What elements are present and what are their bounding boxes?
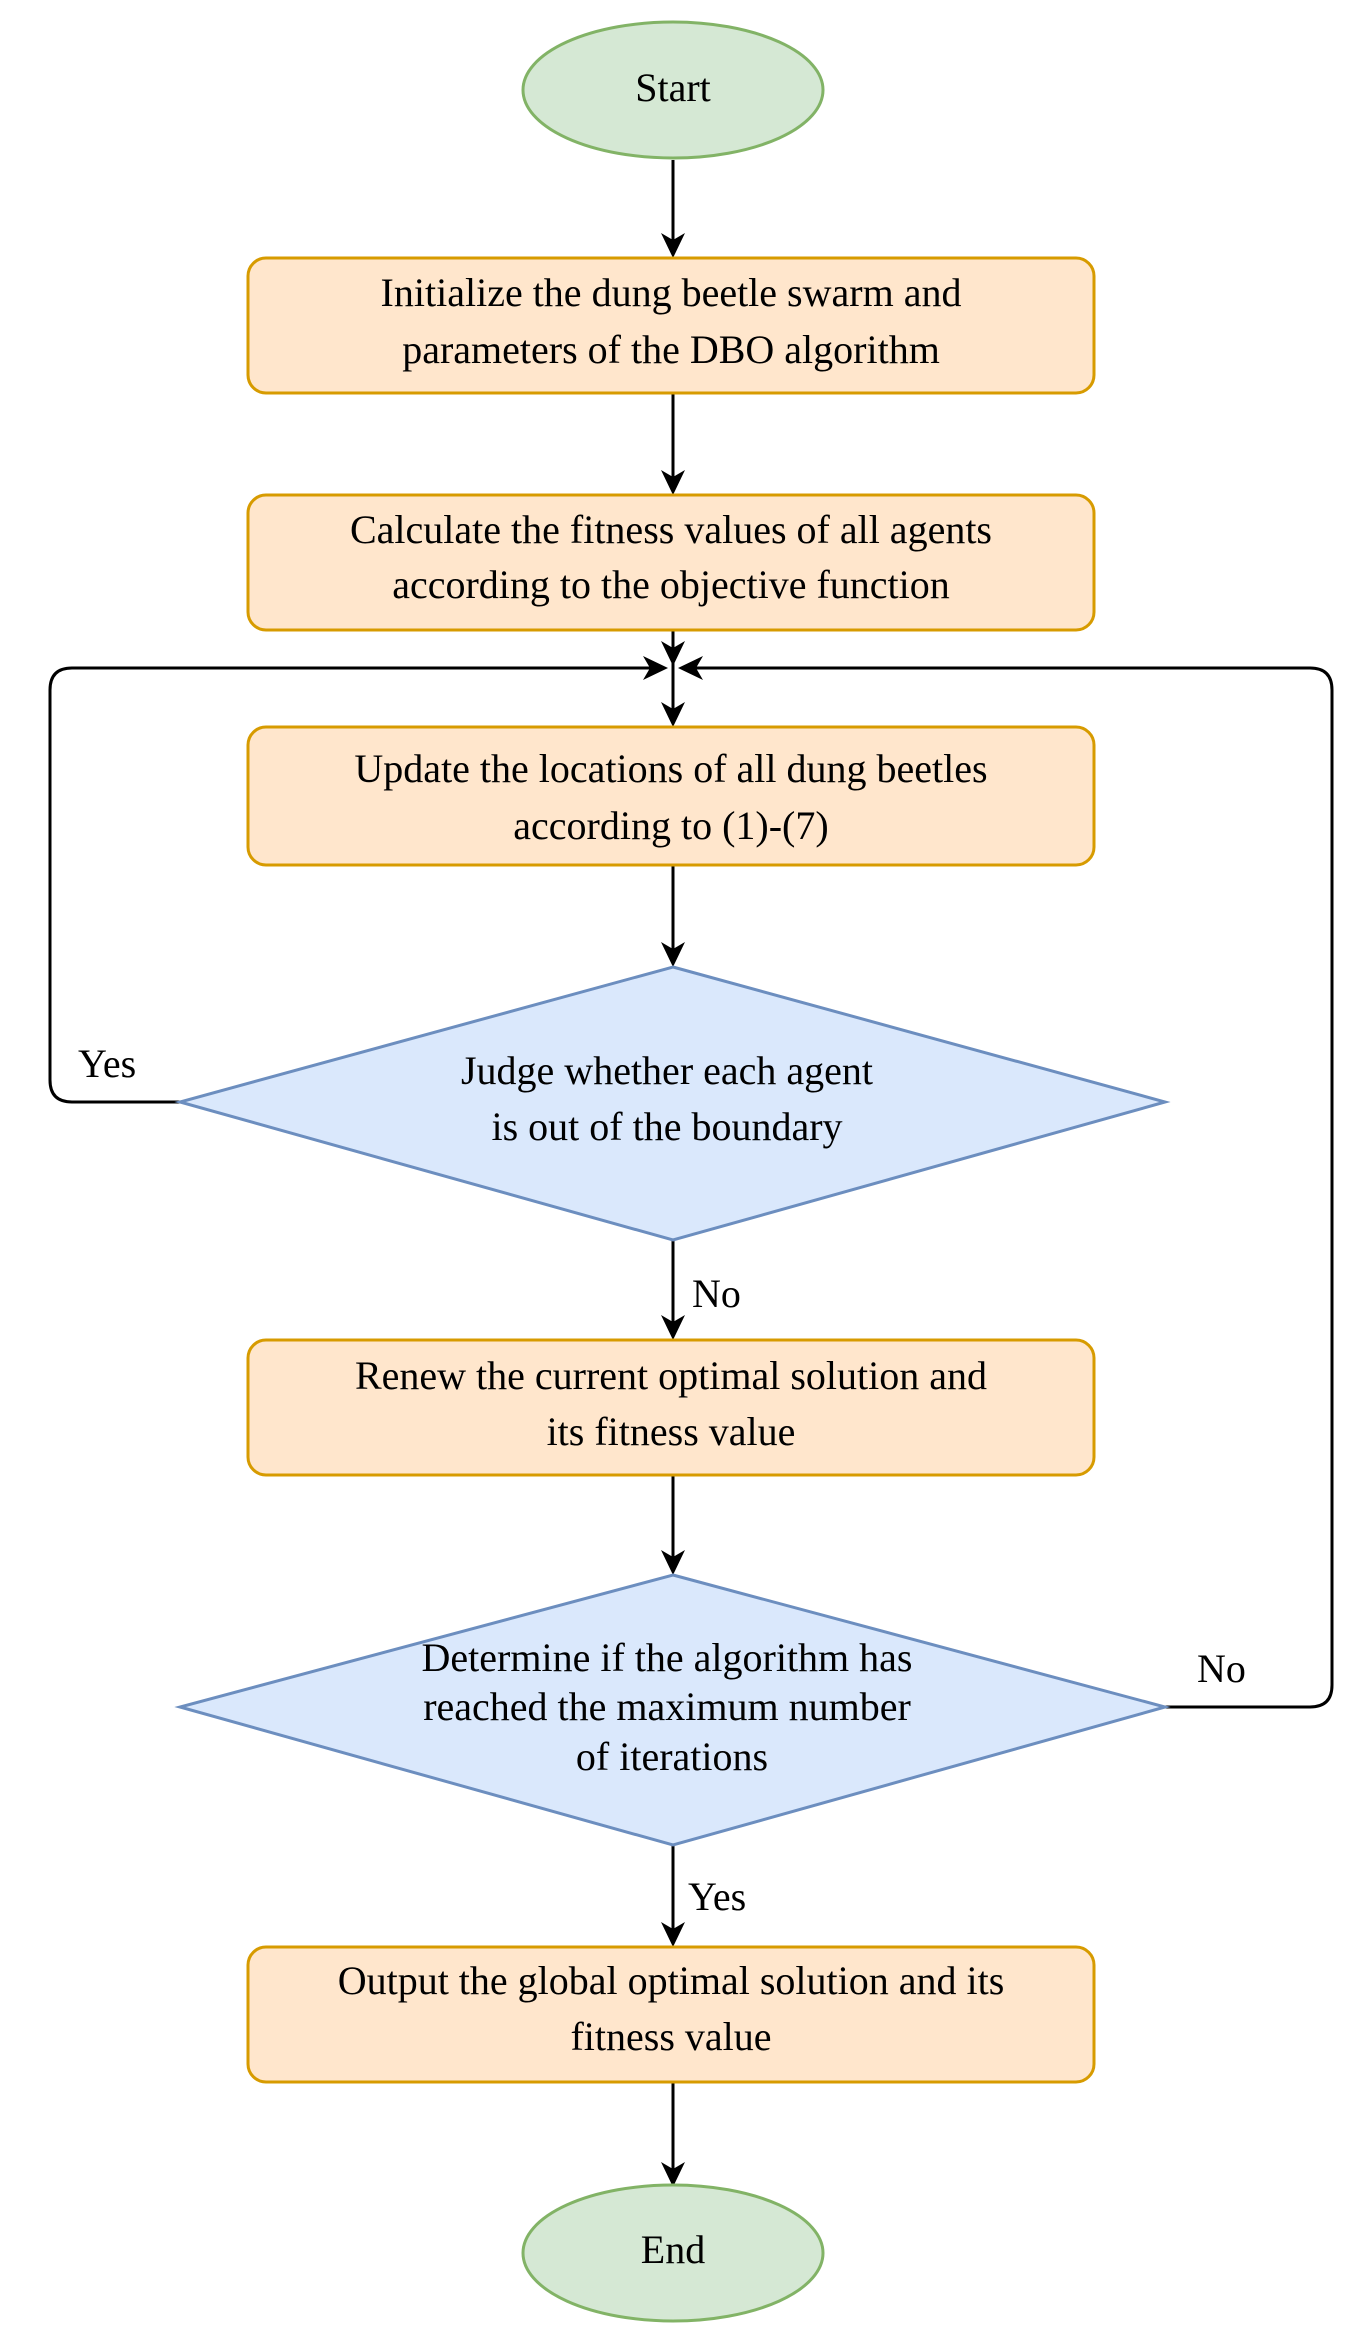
edges — [48, 160, 1334, 2187]
output-line-2: fitness value — [570, 2014, 771, 2059]
arrowhead-maxiter-yes — [661, 1922, 685, 1947]
init-shape — [246, 256, 1096, 395]
arrowhead-fitness-merge — [661, 641, 685, 666]
arrowhead-boundary-yes-loop — [643, 656, 668, 680]
init-line-2: parameters of the DBO algorithm — [402, 327, 940, 372]
arrowhead-output-to-end — [661, 2162, 685, 2187]
arrowhead-into-update — [661, 702, 685, 727]
init-line-1: Initialize the dung beetle swarm and — [381, 270, 962, 315]
boundary-line-2: is out of the boundary — [491, 1104, 842, 1149]
edge-maxiter-no-loop — [688, 666, 1334, 1709]
arrowhead-maxiter-no-loop — [678, 656, 703, 680]
max-iter-decision-shape — [174, 1573, 1171, 1847]
update-line-1: Update the locations of all dung beetles — [354, 746, 987, 791]
output-line-1: Output the global optimal solution and i… — [338, 1958, 1005, 2003]
update-line-2: according to (1)-(7) — [513, 803, 828, 848]
boundary-decision-shape — [174, 965, 1171, 1242]
renew-line-1: Renew the current optimal solution and — [355, 1353, 987, 1398]
start-node: Start — [521, 20, 825, 160]
renew-line-2: its fitness value — [547, 1409, 796, 1454]
boundary-yes-label: Yes — [78, 1041, 136, 1086]
boundary-decision-node: Judge whether each agent is out of the b… — [174, 965, 1171, 1242]
update-shape — [246, 725, 1096, 867]
max-iter-decision-node: Determine if the algorithm has reached t… — [174, 1573, 1171, 1847]
fitness-line-1: Calculate the fitness values of all agen… — [350, 507, 992, 552]
fitness-node: Calculate the fitness values of all agen… — [246, 493, 1096, 632]
max-iter-line-1: Determine if the algorithm has — [422, 1635, 913, 1680]
renew-shape — [246, 1338, 1096, 1477]
output-node: Output the global optimal solution and i… — [246, 1945, 1096, 2084]
renew-node: Renew the current optimal solution and i… — [246, 1338, 1096, 1477]
max-iter-line-3: of iterations — [576, 1734, 768, 1779]
boundary-no-label: No — [692, 1271, 741, 1316]
arrowhead-start-to-init — [661, 233, 685, 258]
init-node: Initialize the dung beetle swarm and par… — [246, 256, 1096, 395]
max-iter-line-2: reached the maximum number — [423, 1684, 911, 1729]
end-shape — [521, 2183, 825, 2323]
fitness-line-2: according to the objective function — [392, 562, 950, 607]
edge-boundary-yes-loop — [48, 666, 658, 1104]
boundary-line-1: Judge whether each agent — [461, 1048, 873, 1093]
arrowhead-init-to-fitness — [661, 470, 685, 495]
update-node: Update the locations of all dung beetles… — [246, 725, 1096, 867]
arrowhead-boundary-no — [661, 1315, 685, 1340]
fitness-shape — [246, 493, 1096, 632]
max-iter-yes-label: Yes — [688, 1874, 746, 1919]
output-shape — [246, 1945, 1096, 2084]
max-iter-no-label: No — [1197, 1646, 1246, 1691]
start-shape — [521, 20, 825, 160]
end-node: End — [521, 2183, 825, 2323]
arrowhead-renew-to-maxiter — [661, 1550, 685, 1575]
start-label: Start — [635, 65, 711, 110]
arrowhead-update-to-boundary — [661, 942, 685, 967]
end-label: End — [641, 2227, 705, 2272]
